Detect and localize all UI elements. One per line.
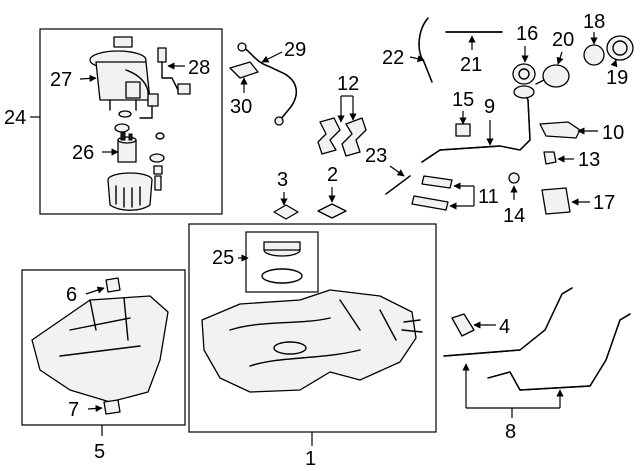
nut-7-illustration xyxy=(103,399,121,415)
fuel-tank-group: 25 1 xyxy=(188,223,437,470)
filler-ring-illustration xyxy=(512,63,536,85)
callout-16: 16 xyxy=(516,23,538,45)
fuel-level-sender-illustration xyxy=(157,47,191,95)
callout-8: 8 xyxy=(505,421,516,443)
fuel-strainer-illustration xyxy=(107,172,153,211)
pump-small-parts-illustration xyxy=(114,93,165,191)
fuel-cap-illustration xyxy=(535,64,570,88)
lock-ring-illustration xyxy=(261,241,303,284)
callout-9: 9 xyxy=(484,96,495,118)
callout-19: 19 xyxy=(606,67,628,89)
callout-23: 23 xyxy=(365,145,387,167)
fuel-pump-assembly-group: 24 27 28 xyxy=(4,28,223,215)
callout-22: 22 xyxy=(382,47,404,69)
gasket-ring-frame xyxy=(245,231,319,293)
fuel-line-illustration xyxy=(229,42,297,126)
callout-3: 3 xyxy=(277,169,288,191)
callout-28: 28 xyxy=(188,57,210,79)
callout-30: 30 xyxy=(230,96,252,118)
callout-7: 7 xyxy=(68,399,79,421)
fuel-pump-module-illustration xyxy=(89,36,151,111)
bracket-4-illustration xyxy=(451,313,475,337)
cap-19-illustration xyxy=(606,35,634,61)
heat-shield-brackets-illustration xyxy=(317,117,367,157)
cover-17-illustration xyxy=(541,187,571,215)
callout-29: 29 xyxy=(284,39,306,61)
callout-1: 1 xyxy=(305,448,316,470)
callout-25: 25 xyxy=(212,247,234,269)
tank-straps-illustration xyxy=(443,287,631,391)
fuel-tank-illustration xyxy=(201,289,423,393)
callout-13: 13 xyxy=(578,149,600,171)
callout-14: 14 xyxy=(503,205,525,227)
pump-assembly-frame xyxy=(39,28,223,215)
pad-2-illustration xyxy=(317,203,347,219)
callout-20: 20 xyxy=(552,29,574,51)
valve-13-illustration xyxy=(543,151,557,165)
callout-10: 10 xyxy=(602,122,624,144)
callout-11: 11 xyxy=(478,186,499,208)
callout-18: 18 xyxy=(583,11,605,33)
filler-pipe-illustration xyxy=(421,85,535,163)
bracket-10-illustration xyxy=(539,121,581,139)
protector-frame xyxy=(21,269,186,426)
callout-24: 24 xyxy=(4,107,26,129)
vent-hose-23-illustration xyxy=(385,175,411,195)
callout-26: 26 xyxy=(72,142,94,164)
callout-17: 17 xyxy=(593,192,615,214)
pad-3-illustration xyxy=(273,204,299,220)
clip-14-illustration xyxy=(508,172,520,184)
gasket-18-illustration xyxy=(583,44,605,66)
callout-15: 15 xyxy=(452,89,474,111)
callout-27: 27 xyxy=(50,69,72,91)
callout-2: 2 xyxy=(327,164,338,186)
callout-21: 21 xyxy=(460,54,482,76)
hoses-11-illustration xyxy=(411,175,453,211)
callout-12: 12 xyxy=(337,73,359,95)
protector-group: 6 7 5 xyxy=(21,269,186,463)
clip-6-illustration xyxy=(105,277,121,293)
fuel-pump-motor-illustration xyxy=(117,131,137,163)
callout-5: 5 xyxy=(94,441,105,463)
callout-4: 4 xyxy=(499,316,510,338)
tank-protector-illustration xyxy=(31,295,169,403)
callout-6: 6 xyxy=(66,284,77,306)
